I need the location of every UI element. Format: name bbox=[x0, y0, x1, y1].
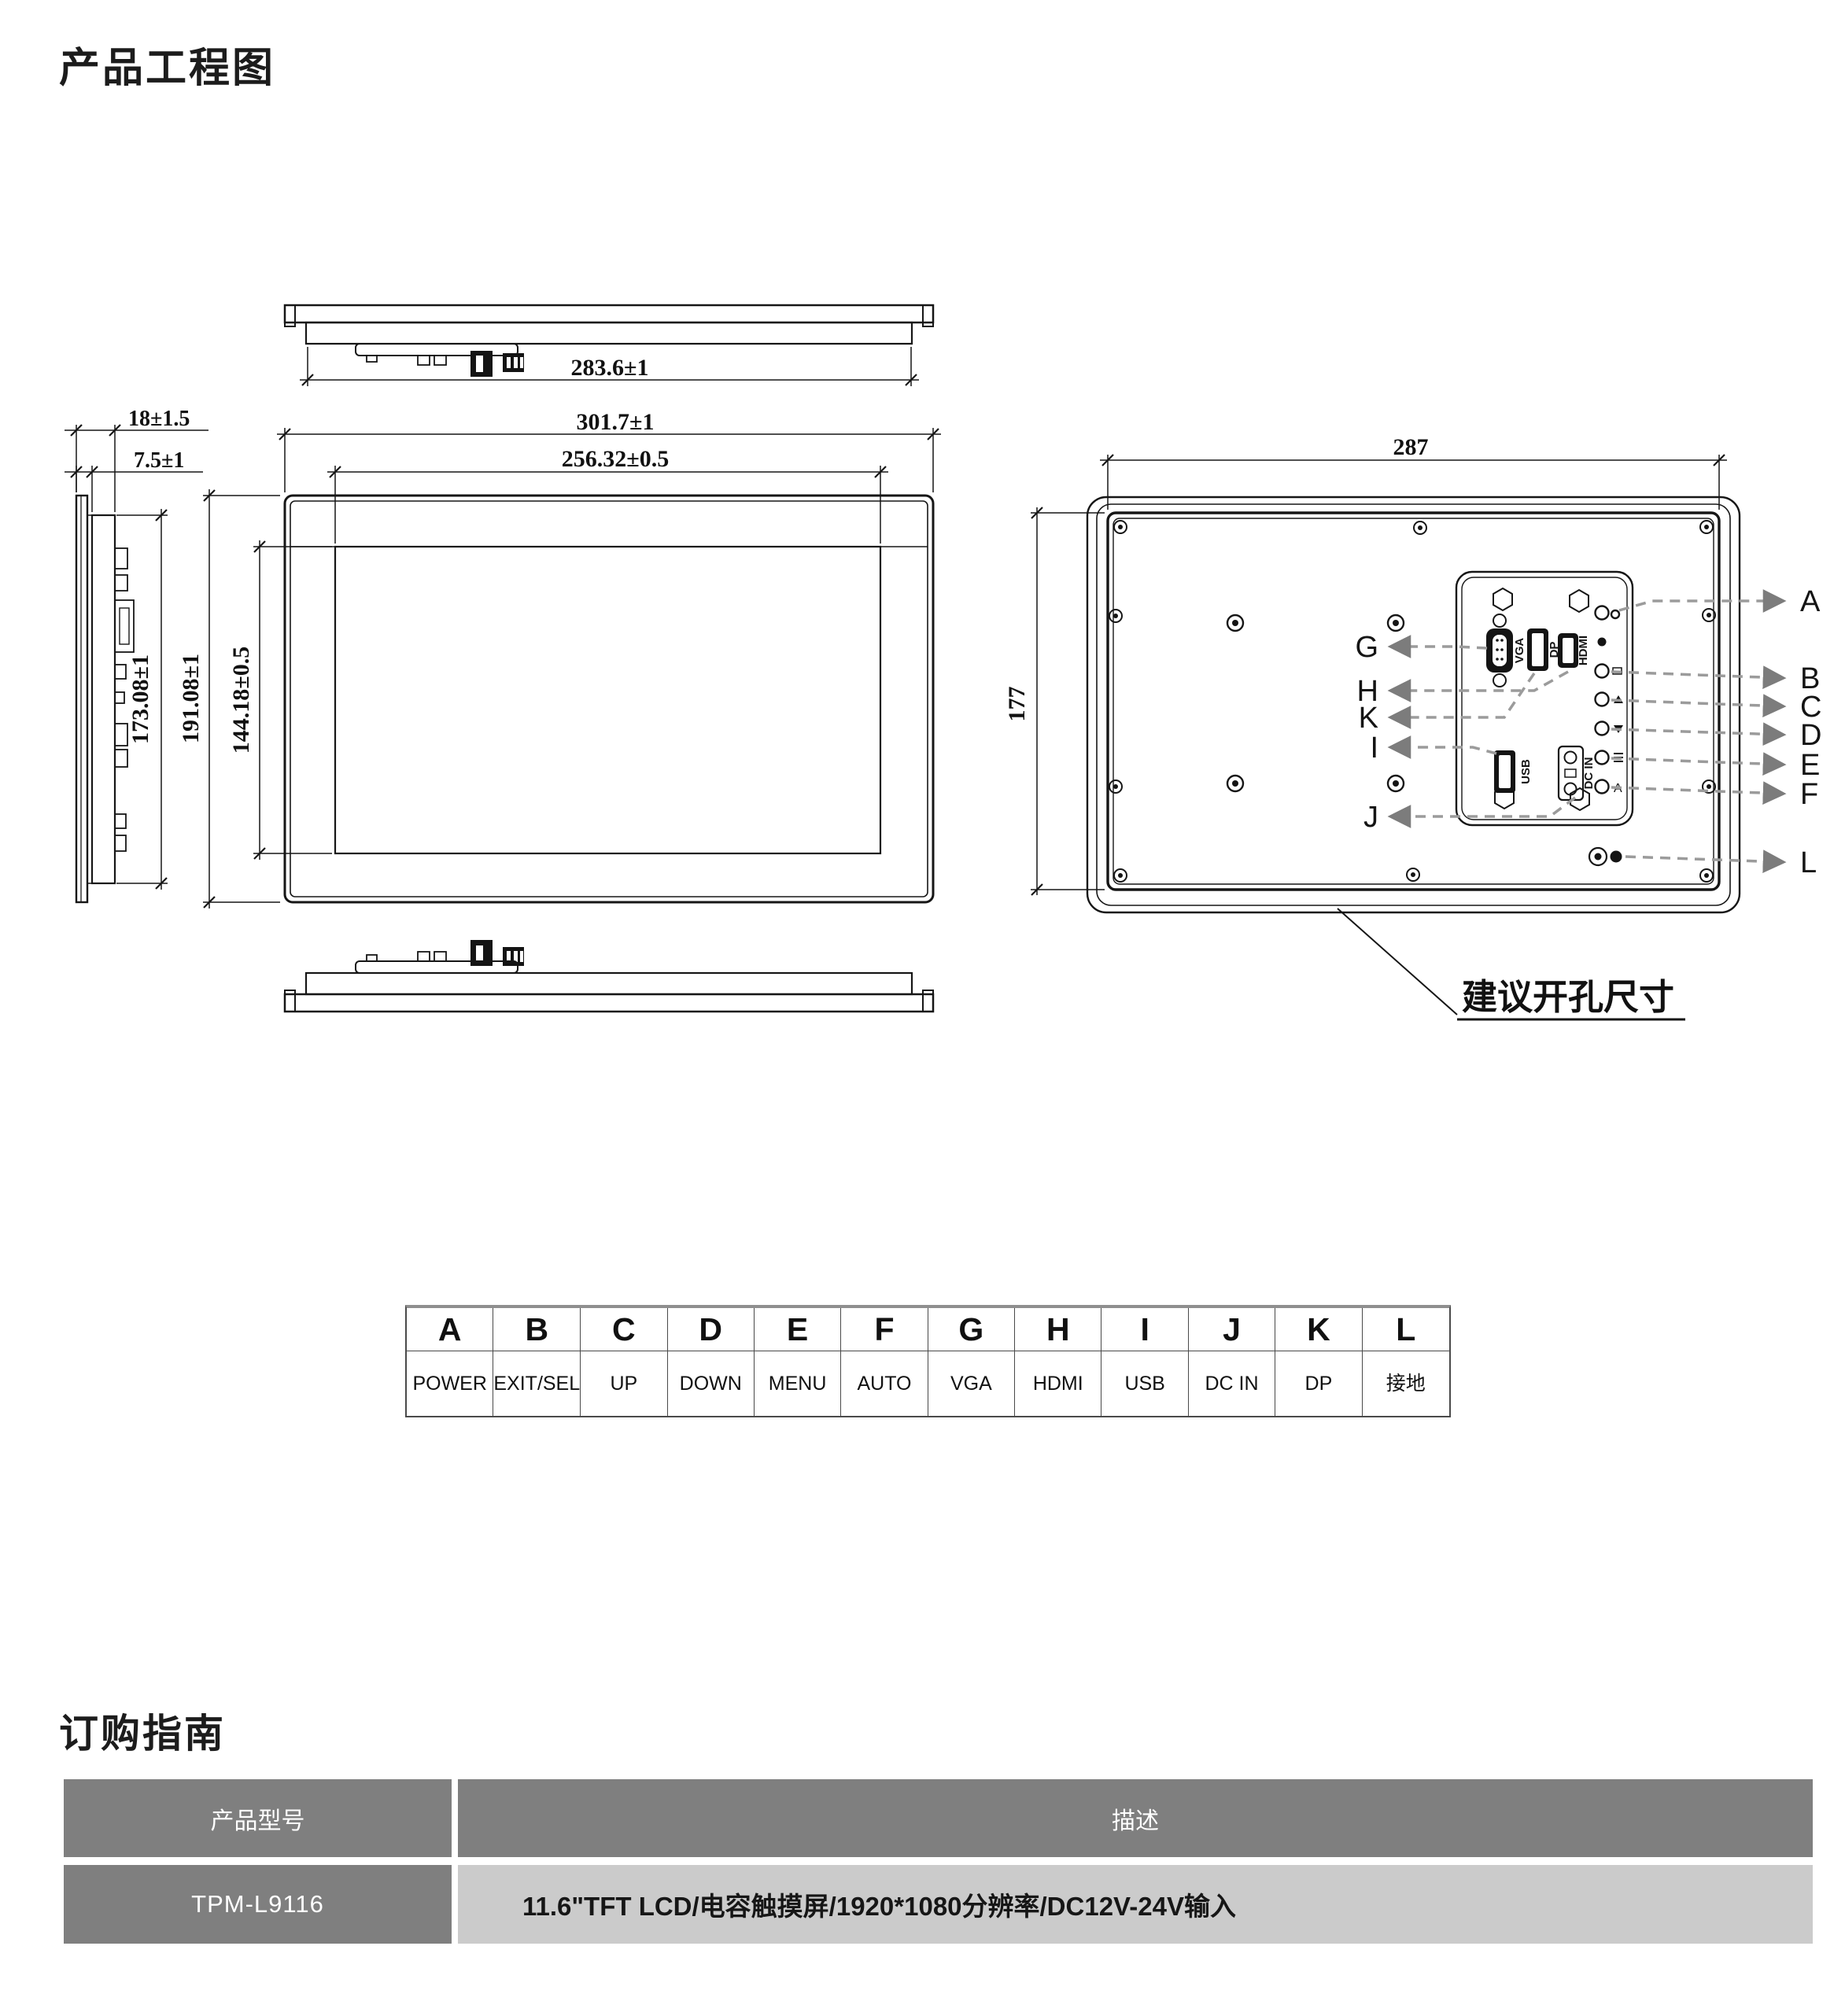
callout-g: G bbox=[1355, 631, 1378, 664]
engineering-drawing: 283.6±1 301.7±1 256.32±0.5 bbox=[65, 304, 1821, 1021]
dim-front-height: 191.08±1 bbox=[178, 489, 280, 908]
section-title-ordering-guide: 订购指南 bbox=[59, 1712, 226, 1756]
legend-letter: L bbox=[1362, 1308, 1449, 1351]
legend-letter: E bbox=[754, 1308, 842, 1351]
dp-port: DP bbox=[1527, 628, 1561, 671]
order-description-cell: 11.6"TFT LCD/电容触摸屏/1920*1080分辨率/DC12V-24… bbox=[458, 1865, 1813, 1944]
callout-b: B bbox=[1800, 662, 1820, 695]
order-header-description: 描述 bbox=[458, 1779, 1813, 1857]
vesa-holes bbox=[1226, 614, 1405, 793]
dim-front-protrusion-label: 7.5±1 bbox=[134, 448, 184, 473]
dim-rear-width: 283.6±1 bbox=[300, 347, 919, 386]
order-model-cell: TPM-L9116 bbox=[64, 1865, 452, 1944]
callout-c: C bbox=[1800, 691, 1821, 724]
dim-total-depth-label: 18±1.5 bbox=[128, 407, 190, 431]
dim-cutout-height: 177 bbox=[1004, 507, 1105, 896]
dim-front-protrusion: 7.5±1 bbox=[65, 448, 203, 512]
menu-button-icon bbox=[1594, 750, 1610, 765]
dim-display-width-label: 256.32±0.5 bbox=[562, 446, 669, 472]
osd-buttons: A bbox=[1594, 605, 1623, 795]
top-view bbox=[283, 304, 935, 377]
legend-function: AUTO bbox=[841, 1351, 928, 1416]
side-view bbox=[75, 494, 135, 904]
legend-letter: I bbox=[1101, 1308, 1189, 1351]
page-title: 产品工程图 bbox=[59, 46, 276, 91]
dim-display-height: 144.18±0.5 bbox=[228, 540, 332, 860]
dim-front-width-label: 301.7±1 bbox=[577, 409, 655, 435]
legend-function: DC IN bbox=[1189, 1351, 1276, 1416]
rear-view: VGA DP HDMI USB bbox=[1086, 496, 1741, 914]
legend-function: DP bbox=[1275, 1351, 1363, 1416]
legend-letter: D bbox=[667, 1308, 755, 1351]
legend-function: 接地 bbox=[1386, 1372, 1426, 1395]
callout-e: E bbox=[1800, 749, 1820, 782]
bottom-view bbox=[283, 940, 935, 1013]
legend-function: VGA bbox=[928, 1351, 1016, 1416]
callout-h: H bbox=[1357, 675, 1378, 708]
dim-front-height-label: 191.08±1 bbox=[178, 654, 204, 743]
dim-cutout-height-label: 177 bbox=[1004, 687, 1030, 722]
legend-function: DOWN bbox=[668, 1351, 755, 1416]
dc-in-port: DC IN bbox=[1557, 745, 1596, 802]
callout-j: J bbox=[1363, 801, 1378, 834]
legend-function: UP bbox=[581, 1351, 668, 1416]
legend-letter: K bbox=[1275, 1308, 1363, 1351]
legend-letter: G bbox=[928, 1308, 1016, 1351]
legend-function: USB bbox=[1101, 1351, 1189, 1416]
legend-function: MENU bbox=[755, 1351, 842, 1416]
callout-a: A bbox=[1800, 585, 1821, 618]
down-button-icon bbox=[1594, 721, 1610, 736]
order-table-data-row: TPM-L9116 11.6"TFT LCD/电容触摸屏/1920*1080分辨… bbox=[64, 1865, 1813, 1944]
legend-letter: A bbox=[407, 1308, 494, 1351]
dim-rear-width-label: 283.6±1 bbox=[571, 355, 649, 381]
vga-port: VGA bbox=[1486, 614, 1526, 687]
order-table-header-row: 产品型号 描述 bbox=[64, 1779, 1813, 1857]
dim-front-width: 301.7±1 bbox=[277, 409, 941, 492]
dim-display-height-label: 144.18±0.5 bbox=[228, 647, 254, 754]
auto-button-icon bbox=[1594, 779, 1610, 794]
callout-l: L bbox=[1800, 846, 1817, 879]
callout-leaders bbox=[1387, 589, 1787, 873]
up-button-icon bbox=[1594, 691, 1610, 707]
power-button-icon bbox=[1594, 605, 1610, 621]
dim-total-depth: 18±1.5 bbox=[65, 407, 208, 512]
order-table: 产品型号 描述 TPM-L9116 11.6"TFT LCD/电容触摸屏/192… bbox=[64, 1779, 1813, 1944]
callout-i: I bbox=[1370, 732, 1378, 765]
legend-letter: J bbox=[1188, 1308, 1276, 1351]
screw-holes bbox=[1109, 520, 1716, 883]
legend-function: POWER bbox=[407, 1351, 494, 1416]
dim-cutout-width-label: 287 bbox=[1393, 434, 1429, 460]
legend-letter: F bbox=[841, 1308, 928, 1351]
front-view bbox=[283, 494, 935, 904]
dp-label: DP bbox=[1548, 642, 1561, 658]
vga-label: VGA bbox=[1513, 638, 1526, 664]
cutout-note-label: 建议开孔尺寸 bbox=[1462, 977, 1674, 1017]
usb-port: USB bbox=[1494, 750, 1533, 793]
dim-cutout-width: 287 bbox=[1100, 434, 1727, 510]
legend-function: EXIT/SEL bbox=[493, 1351, 581, 1416]
dim-display-width: 256.32±0.5 bbox=[327, 446, 888, 544]
callout-letters: G H K I J A B C D E F L bbox=[1355, 585, 1821, 879]
legend-letter: C bbox=[581, 1308, 668, 1351]
legend-function: HDMI bbox=[1015, 1351, 1102, 1416]
order-header-model: 产品型号 bbox=[64, 1779, 452, 1857]
legend-letter: B bbox=[493, 1308, 581, 1351]
dim-chassis-height: 173.08±1 bbox=[116, 509, 168, 890]
usb-label: USB bbox=[1519, 759, 1533, 784]
io-recess: VGA DP HDMI USB bbox=[1455, 570, 1634, 867]
cutout-note: 建议开孔尺寸 bbox=[1337, 908, 1685, 1021]
legend-table: A B C D E F G H I J K L POWER EXIT/SEL U… bbox=[405, 1305, 1451, 1417]
dim-chassis-height-label: 173.08±1 bbox=[127, 654, 153, 744]
dc-in-label: DC IN bbox=[1582, 757, 1596, 790]
exit-sel-button-icon bbox=[1594, 663, 1610, 679]
legend-letter: H bbox=[1015, 1308, 1102, 1351]
ground-screw-icon bbox=[1588, 846, 1622, 867]
callout-d: D bbox=[1800, 719, 1821, 752]
callout-f: F bbox=[1800, 778, 1818, 811]
callout-k: K bbox=[1359, 702, 1378, 735]
hdmi-label: HDMI bbox=[1577, 636, 1590, 665]
hdmi-port: HDMI bbox=[1558, 633, 1590, 668]
